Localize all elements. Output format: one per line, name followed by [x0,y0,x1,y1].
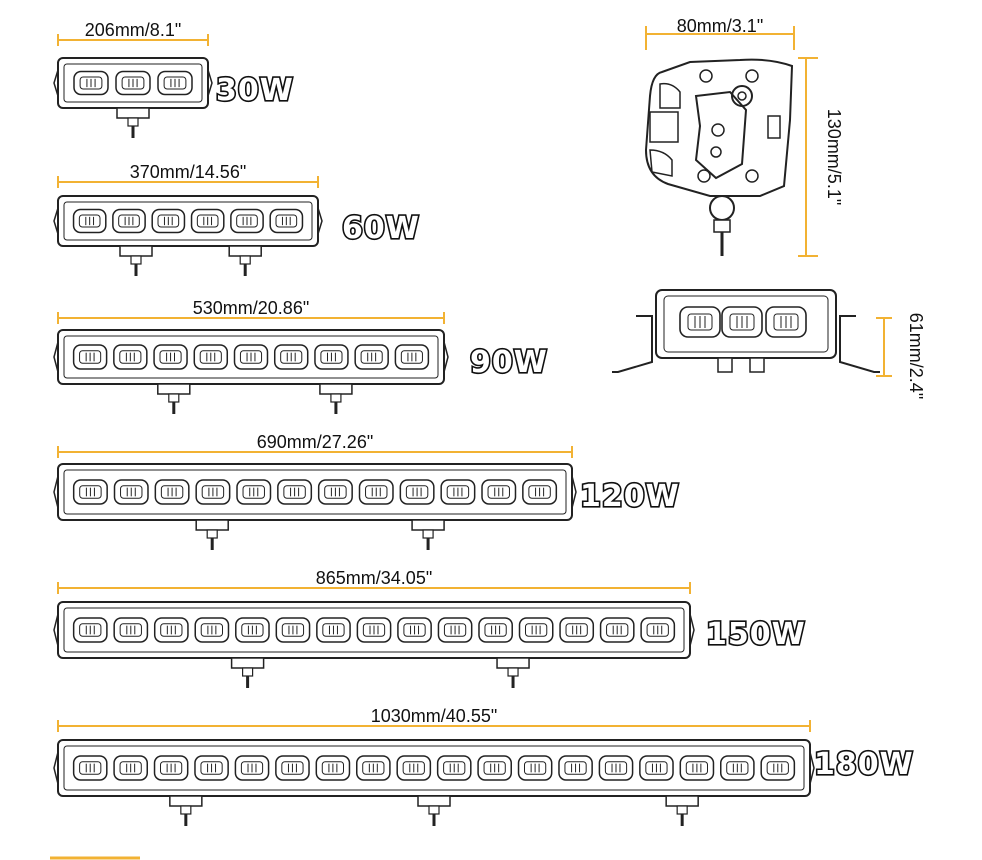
mount-bracket [169,795,203,807]
power-outline: 90W [470,345,548,380]
mount-bracket [195,519,229,531]
mount-bracket [496,657,530,669]
power-outline: 120W [580,479,680,514]
dimension-label: 530mm/20.86" [193,298,309,318]
mount-bracket [319,383,353,395]
dimension-label: 370mm/14.56" [130,162,246,182]
power-outline: 60W [342,211,420,246]
power-label: 150W [706,617,806,652]
power-outline: 150W [706,617,806,652]
front-height-label: 61mm/2.4" [906,313,926,399]
power-label: 120W [580,479,680,514]
power-outline: 180W [814,747,914,782]
side-height-label: 130mm/5.1" [824,109,844,205]
power-label: 180W [814,747,914,782]
front-view: 61mm/2.4" [612,289,926,399]
mount-bracket [411,519,445,531]
dimension-label: 690mm/27.26" [257,432,373,452]
mount-bracket [119,245,153,257]
power-label: 60W [342,211,420,246]
side-view: 80mm/3.1" 130mm/5.1" [644,16,844,257]
power-outline: 30W [216,73,294,108]
bar-housing [57,195,319,247]
dimension-label: 1030mm/40.55" [371,706,497,726]
bar-housing [57,463,573,521]
mount-bracket [417,795,451,807]
power-label: 30W [216,73,294,108]
mount-bracket [230,657,265,669]
mount-bracket [665,795,699,807]
side-width-label: 80mm/3.1" [677,16,763,36]
power-label: 90W [470,345,548,380]
mount-bracket [157,383,191,395]
dimension-label: 206mm/8.1" [85,20,181,40]
mount-bracket [116,107,150,119]
dimension-label: 865mm/34.05" [316,568,432,588]
light-bars: 206mm/8.1"30W30W370mm/14.56"60W60W530mm/… [53,20,914,826]
mount-bracket [228,245,262,257]
